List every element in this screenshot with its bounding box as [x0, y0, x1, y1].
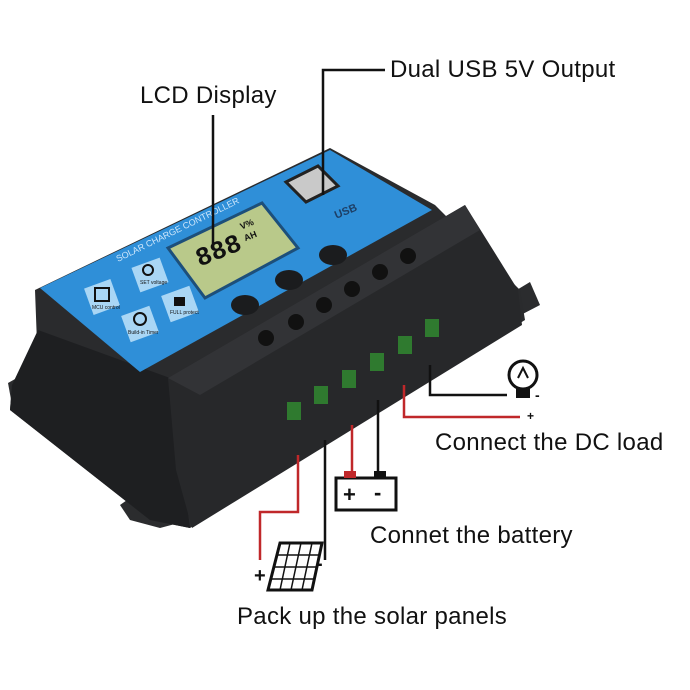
gear-icon: [142, 264, 154, 276]
clock-icon: [133, 312, 147, 326]
body-side-shade: [10, 330, 190, 528]
svg-text:+: +: [343, 482, 356, 507]
solar-positive-wire: [258, 455, 300, 560]
feature-mcu: MCU control: [84, 279, 120, 315]
svg-text:MCU control: MCU control: [92, 305, 120, 311]
svg-text:FULL protect: FULL protect: [170, 310, 199, 316]
svg-text:+: +: [254, 565, 266, 587]
lock-icon: [174, 297, 185, 306]
menu-button[interactable]: [231, 295, 259, 315]
down-button[interactable]: [319, 245, 347, 265]
up-button[interactable]: [275, 270, 303, 290]
light-bulb-icon: - +: [507, 359, 540, 423]
svg-text:+: +: [527, 409, 534, 423]
usb-output-label: Dual USB 5V Output: [390, 56, 616, 83]
usb-leader-line: [321, 68, 385, 195]
chip-icon: [94, 287, 110, 302]
feature-timer: Build-in Timer: [121, 305, 159, 343]
svg-text:SET voltage: SET voltage: [140, 280, 167, 286]
solar-panel-icon: + -: [254, 541, 324, 592]
terminal-sockets: [287, 319, 439, 420]
solar-panels-label: Pack up the solar panels: [237, 603, 508, 630]
load-positive-wire: [402, 385, 520, 419]
terminal-block: [168, 205, 522, 528]
lcd-screen: [165, 201, 301, 300]
svg-text:-: -: [316, 553, 323, 575]
svg-text:-: -: [535, 387, 540, 403]
lcd-unit-top: V%: [238, 217, 255, 232]
battery-icon: + -: [334, 471, 398, 512]
usb-port: [283, 164, 341, 204]
terminal-screws: [258, 248, 416, 346]
lcd-display-label: LCD Display: [140, 82, 277, 109]
battery-label: Connet the battery: [370, 522, 573, 549]
svg-text:Build-in Timer: Build-in Timer: [128, 330, 159, 336]
svg-text:-: -: [374, 480, 381, 505]
load-negative-wire: [428, 365, 507, 397]
feature-set: SET voltage: [131, 257, 169, 293]
dc-load-label: Connect the DC load: [435, 429, 664, 456]
lcd-unit-bottom: AH: [242, 229, 258, 243]
feature-protect: FULL protect: [161, 285, 199, 323]
